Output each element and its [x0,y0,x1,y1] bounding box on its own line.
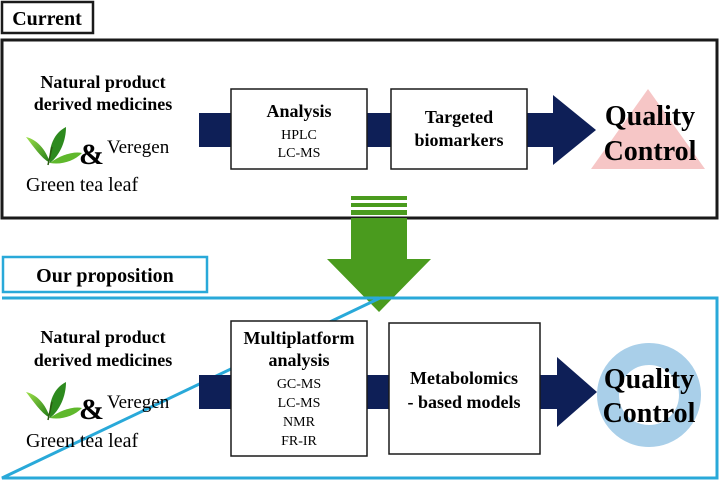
transition-stripe [351,196,407,200]
green-tea-leaf-icon [26,127,82,166]
proposition-frame [1,296,719,480]
proposition-plant-name: Green tea leaf [26,430,138,452]
proposition-step2-box [388,322,541,455]
current-label: Current [12,8,82,30]
proposition-label-box [1,255,209,294]
proposition-analysis-method: LC-MS [278,396,321,411]
current-step2-box [390,88,528,170]
proposition-outcome-line2: Control [603,398,696,429]
proposition-flow-arrowhead [540,357,597,427]
current-analysis-method: HPLC [281,128,317,143]
current-label-box [0,0,95,35]
current-analysis-title: Analysis [266,101,331,121]
current-flow-connector-1 [199,113,231,147]
current-step2-line2: biomarkers [415,130,504,150]
transition-stripe [351,203,407,207]
current-outcome-line2: Control [604,136,697,167]
proposition-source-title-line1: Natural product [40,327,165,347]
proposition-label: Our proposition [36,265,174,287]
proposition-flow-connector-2 [367,375,389,409]
current-flow-arrowhead [527,95,596,165]
current-analysis-box [230,88,368,170]
proposition-flow-connector-1 [199,375,231,409]
proposition-analysis-method: GC-MS [277,377,321,392]
current-step2-line1: Targeted [425,107,493,127]
current-ampersand: & [79,138,104,171]
proposition-outcome-ring [597,343,701,447]
transition-stripe [351,210,407,215]
proposition-analysis-method: FR-IR [281,434,317,449]
proposition-analysis-method: NMR [283,415,316,430]
current-plant-name: Green tea leaf [26,174,138,196]
proposition-source-title-line2: derived medicines [34,350,172,370]
proposition-step2-line1: Metabolomics [410,368,518,388]
proposition-analysis-title-line2: analysis [268,350,329,370]
proposition-step2-line2: - based models [407,392,520,412]
current-analysis-method: LC-MS [278,146,321,161]
current-source-title-line1: Natural product [40,72,165,92]
current-panel: Current Natural product derived medicine… [0,0,719,220]
proposition-product-name: Veregen [107,392,170,413]
current-outcome-line1: Quality [605,101,695,132]
proposition-analysis-title-line1: Multiplatform [244,328,355,348]
current-source-title-line2: derived medicines [34,94,172,114]
proposition-panel: Our proposition Natural product derived … [1,255,719,480]
current-flow-connector-2 [367,113,391,147]
green-tea-leaf-icon [26,382,82,421]
transition-arrow [327,196,431,312]
proposition-ampersand: & [79,393,104,426]
transition-arrow-body [327,218,431,312]
proposition-analysis-box [230,320,368,457]
current-outcome-triangle [591,89,705,169]
proposition-outcome-line1: Quality [604,364,694,395]
current-product-name: Veregen [107,137,170,158]
